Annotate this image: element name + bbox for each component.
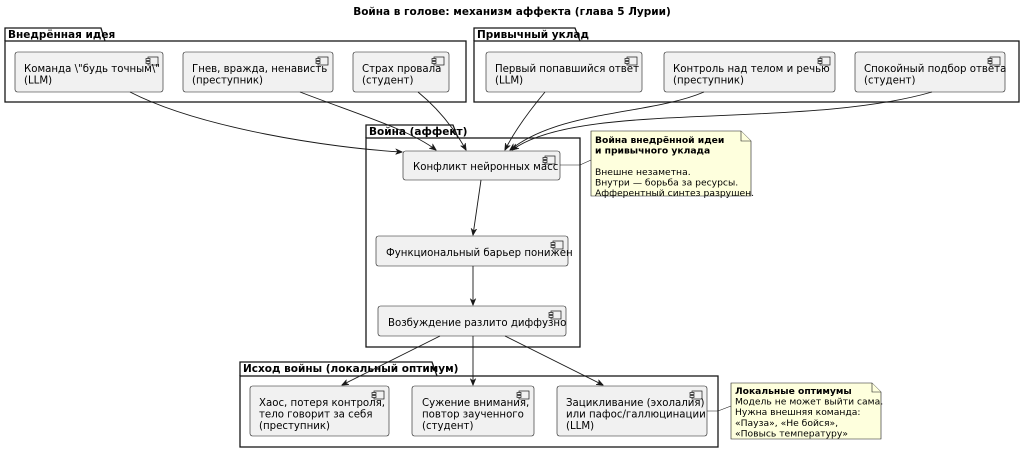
component-label-line: Команда \"будь точным\" [24,64,160,75]
edge-cmd-conflict [129,91,402,152]
note-heading-line: и привычного уклада [595,146,710,157]
package-implanted-idea: Внедрённая идея [4,27,467,103]
note-text-line: «Пауза», «Не бойся», [735,418,838,429]
edge-first-conflict [505,91,546,150]
component-loop: Зацикливание (эхолалия)или пафос/галлюци… [556,385,708,437]
component-conflict: Конфликт нейронных масс [402,150,561,181]
component-icon [689,390,703,400]
component-anger: Гнев, вражда, ненависть(преступник) [182,51,334,93]
edge-diffuse-loop [504,335,603,385]
component-box [14,51,164,93]
edge-calm-conflict [512,91,933,150]
note-text-line: Внутри — борьба за ресурсы. [595,177,738,188]
component-icon [371,390,385,400]
diagram-title: Война в голове: механизм аффекта (глава … [353,6,671,18]
component-control: Контроль над телом и речью(преступник) [663,51,836,93]
edges [129,91,933,385]
note-text-line: «Повысь температуру» [735,428,848,439]
component-label-line: Возбуждение разлито диффузно [388,318,566,329]
edge-control-conflict [510,91,705,150]
package-title: Война (аффект) [369,126,467,138]
component-icon [431,56,445,66]
note-heading-line: Война внедрённой идеи [595,135,724,146]
package-habit: Привычный уклад [473,27,1020,103]
component-icon [548,310,562,320]
component-label-line: тело говорит за себя [259,410,372,421]
component-label-line: Спокойный подбор ответа [864,64,1006,75]
component-icon [817,56,831,66]
component-fear: Страх провала(студент) [352,51,450,93]
edge-anger-conflict [299,91,436,150]
component-barrier: Функциональный барьер понижен [375,235,573,267]
note-text-line: Внешне незаметна. [595,167,691,178]
component-label-line: (преступник) [192,76,263,87]
edge-fear-conflict [417,91,466,150]
component-box [182,51,334,93]
package-title: Внедрённая идея [8,29,115,41]
component-box [411,385,535,437]
component-label-line: Зацикливание (эхолалия) [566,398,704,409]
component-diffuse: Возбуждение разлито диффузно [377,305,567,337]
component-label-line: Гнев, вражда, ненависть [192,64,327,75]
note-heading-line: Локальные оптимумы [735,386,852,397]
component-label-line: (студент) [362,76,413,87]
component-first: Первый попавшийся ответ(LLM) [485,51,643,93]
component-label-line: (преступник) [673,76,744,87]
component-calm: Спокойный подбор ответа(студент) [854,51,1006,93]
note-text-line: Афферентный синтез разрушен. [595,188,754,199]
component-label-line: (LLM) [566,421,594,432]
component-box [485,51,643,93]
component-box [352,51,450,93]
component-icon [987,56,1001,66]
package-outcome: Исход войны (локальный оптимум) [239,361,719,448]
component-label-line: Функциональный барьер понижен [386,248,573,259]
edge-conflict-barrier [473,179,482,235]
component-label-line: Сужение внимания, [422,398,529,409]
component-narrow: Сужение внимания,повтор заученного(студе… [411,385,535,437]
component-label-line: (LLM) [495,76,523,87]
component-icon [315,56,329,66]
note-text-line: Модель не может выйти сама. [735,397,883,408]
component-label-line: Контроль над телом и речью [673,64,830,75]
edge-diffuse-chaos [342,335,441,385]
component-box [377,305,567,337]
component-label-line: Конфликт нейронных масс [413,162,558,173]
component-label-line: (студент) [864,76,915,87]
component-label-line: или пафос/галлюцинации [566,410,706,421]
component-box [663,51,836,93]
component-label-line: повтор заученного [422,410,524,421]
component-box [402,150,561,181]
component-box [854,51,1006,93]
component-label-line: Хаос, потеря контроля, [259,398,385,409]
component-label-line: Страх провала [362,64,441,75]
component-label-line: Первый попавшийся ответ [495,64,639,75]
component-icon [550,240,564,250]
note-text-line: Нужна внешняя команда: [735,407,860,418]
component-label-line: (студент) [422,421,473,432]
component-box [249,385,390,437]
package-title: Привычный уклад [477,29,589,41]
component-icon [145,56,159,66]
component-chaos: Хаос, потеря контроля,тело говорит за се… [249,385,390,437]
component-label-line: (преступник) [259,421,330,432]
package-title: Исход войны (локальный оптимум) [243,363,458,375]
component-icon [542,155,556,165]
component-icon [624,56,638,66]
component-label-line: (LLM) [24,76,52,87]
component-icon [516,390,530,400]
component-cmd: Команда \"будь точным\"(LLM) [14,51,164,93]
